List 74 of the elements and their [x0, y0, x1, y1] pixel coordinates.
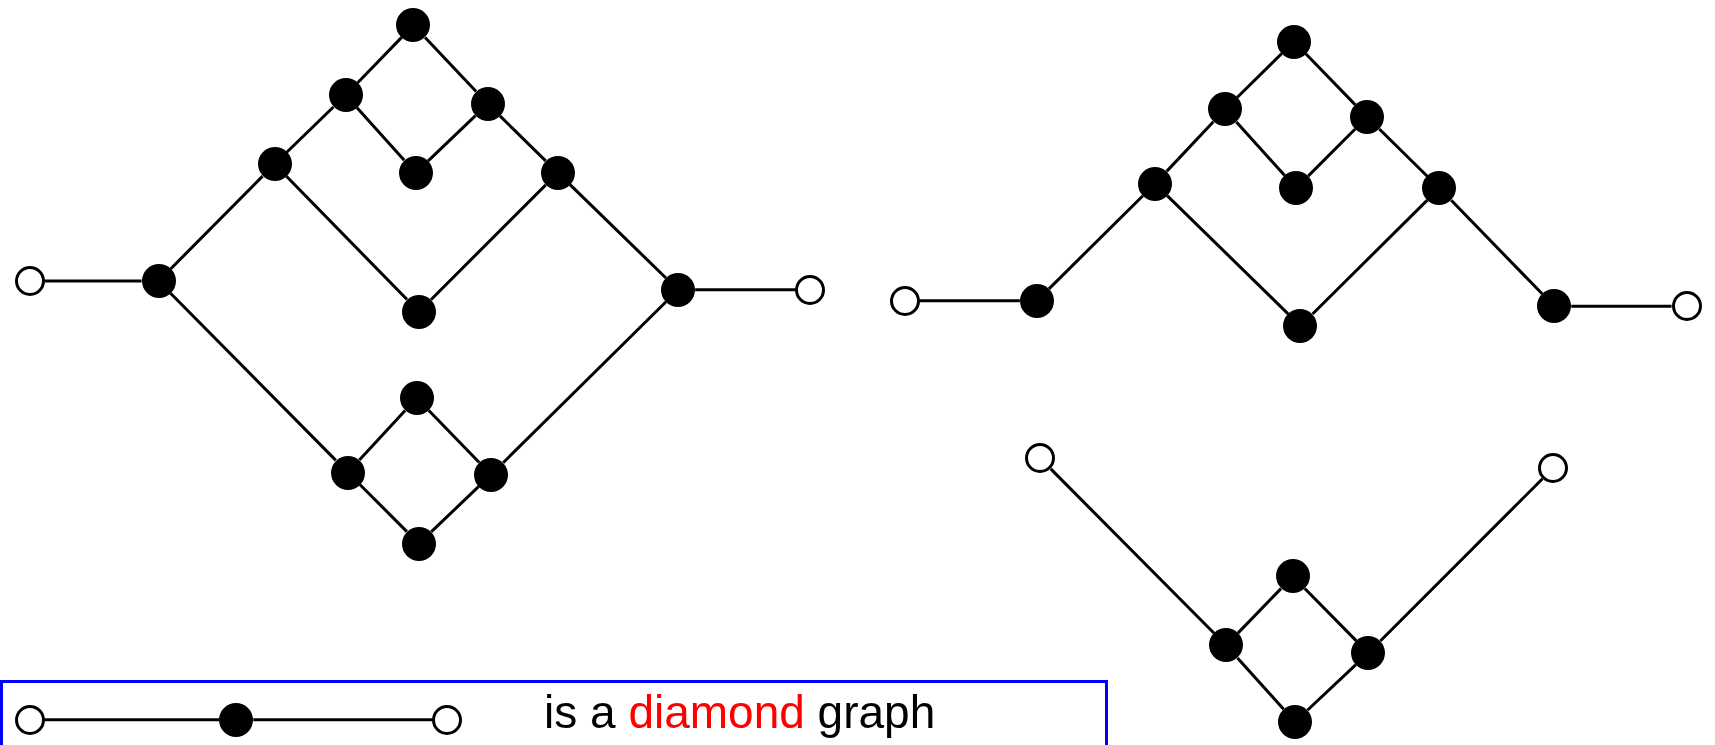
- filled-vertex: [540, 155, 575, 190]
- filled-vertex: [1019, 283, 1054, 318]
- graph-edge: [1379, 477, 1544, 642]
- filled-vertex: [474, 457, 509, 492]
- filled-vertex: [141, 264, 176, 299]
- graph-edge: [1047, 194, 1144, 290]
- graph-edge: [426, 114, 477, 163]
- graph-edge: [695, 288, 796, 292]
- graph-edge: [358, 409, 407, 462]
- filled-vertex: [1537, 289, 1572, 324]
- graph-edge: [1304, 52, 1357, 106]
- filled-vertex: [401, 526, 436, 561]
- filled-vertex: [399, 381, 434, 416]
- filled-vertex: [219, 702, 254, 737]
- graph-edge: [502, 300, 668, 464]
- graph-edge: [285, 175, 409, 301]
- graph-edge: [1307, 128, 1357, 178]
- graph-edge: [1235, 121, 1286, 177]
- legend-box: [0, 680, 1108, 745]
- filled-vertex: [1278, 704, 1312, 739]
- filled-vertex: [1279, 171, 1314, 206]
- open-vertex: [432, 704, 463, 735]
- filled-vertex: [1275, 559, 1310, 594]
- graph-edge: [1450, 199, 1544, 296]
- filled-vertex: [1138, 166, 1172, 201]
- open-vertex: [1025, 443, 1056, 474]
- graph-edge: [44, 718, 220, 722]
- graph-edge: [919, 299, 1020, 303]
- graph-edge: [424, 36, 478, 93]
- graph-edge: [1049, 467, 1216, 635]
- graph-edge: [568, 183, 667, 280]
- graph-edge: [1165, 120, 1215, 173]
- graph-edge: [1311, 199, 1429, 316]
- filled-vertex: [470, 86, 505, 121]
- filled-vertex: [661, 272, 696, 307]
- open-vertex: [889, 285, 920, 316]
- graph-edge: [430, 485, 480, 533]
- graph-edge: [1166, 194, 1290, 316]
- graph-edge: [429, 183, 547, 301]
- graph-edge: [1303, 587, 1358, 642]
- filled-vertex: [1422, 171, 1457, 206]
- graph-edge: [427, 409, 481, 464]
- open-vertex: [14, 704, 45, 735]
- filled-vertex: [396, 8, 431, 43]
- graph-edge: [356, 36, 403, 84]
- filled-vertex: [1283, 308, 1318, 343]
- graph-edge: [498, 114, 547, 162]
- graph-edge: [169, 175, 264, 271]
- graph-edge: [285, 105, 335, 154]
- filled-vertex: [257, 147, 292, 182]
- graph-edge: [1236, 587, 1283, 635]
- filled-vertex: [1350, 100, 1385, 135]
- filled-vertex: [330, 455, 365, 490]
- filled-vertex: [1208, 92, 1242, 127]
- graph-edge: [169, 292, 337, 462]
- filled-vertex: [401, 294, 436, 329]
- filled-vertex: [328, 78, 363, 113]
- open-vertex: [1538, 453, 1569, 484]
- graph-edge: [1306, 663, 1357, 712]
- graph-edge: [44, 279, 142, 283]
- filled-vertex: [398, 155, 433, 190]
- open-vertex: [1671, 291, 1702, 322]
- open-vertex: [14, 266, 45, 297]
- graph-edge: [1236, 52, 1283, 99]
- graph-edge: [253, 718, 433, 722]
- graph-edge: [355, 106, 406, 162]
- filled-vertex: [1276, 24, 1311, 59]
- graph-edge: [1236, 656, 1285, 711]
- graph-edge: [1378, 127, 1429, 178]
- filled-vertex: [1351, 635, 1386, 670]
- graph-edge: [358, 483, 408, 533]
- open-vertex: [795, 274, 826, 305]
- filled-vertex: [1209, 628, 1244, 663]
- graph-edge: [1571, 304, 1672, 308]
